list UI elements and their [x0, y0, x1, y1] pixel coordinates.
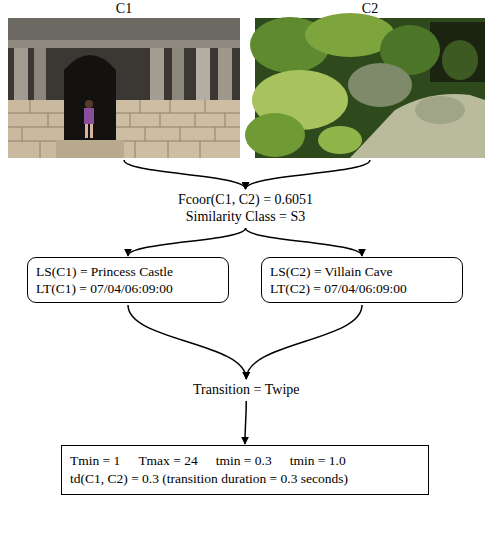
jungle-photo: [245, 13, 485, 158]
node-text: Tmax = 24: [138, 452, 197, 470]
node-text: tmin = 0.3: [216, 452, 272, 470]
parameter-box: Tmin = 1 Tmax = 24 tmin = 0.3 tmin = 1.0td(…: [61, 445, 429, 495]
node-text: LT(C2) = 07/04/06:09:00: [270, 280, 454, 297]
label-box: LS(C1) = Princess CastleLT(C1) = 07/04/0…: [27, 257, 229, 303]
label-box: LS(C2) = Villain CaveLT(C2) = 07/04/06:0…: [261, 257, 463, 303]
similarity-result: Fcoor(C1, C2) = 0.6051Similarity Class =…: [174, 190, 317, 226]
node-text: Transition = Twipe: [193, 381, 299, 398]
parameter-row: Tmin = 1 Tmax = 24 tmin = 0.3 tmin = 1.0: [70, 452, 420, 470]
castle-photo: [8, 18, 240, 158]
flow-arrow: [246, 228, 362, 256]
node-text: tmin = 1.0: [290, 452, 346, 470]
node-text: C1: [7, 0, 241, 17]
node-text: C2: [254, 0, 486, 17]
node-text: Similarity Class = S3: [178, 208, 313, 225]
flow-arrow: [128, 228, 246, 256]
flow-arrow: [245, 401, 246, 444]
node-text: LS(C2) = Villain Cave: [270, 263, 454, 280]
photo-frame: C1: [7, 0, 241, 158]
node-text: Fcoor(C1, C2) = 0.6051: [178, 191, 313, 208]
flow-arrow: [246, 305, 362, 379]
node-text: LT(C1) = 07/04/06:09:00: [36, 280, 220, 297]
transition-result: Transition = Twipe: [189, 380, 303, 399]
photo-frame: C2: [254, 0, 486, 158]
node-text: LS(C1) = Princess Castle: [36, 263, 220, 280]
flow-arrow: [246, 160, 370, 189]
node-text: td(C1, C2) = 0.3 (transition duration = …: [70, 470, 420, 488]
flow-arrow: [124, 160, 246, 189]
node-text: Tmin = 1: [70, 452, 120, 470]
flow-arrow: [128, 305, 246, 379]
